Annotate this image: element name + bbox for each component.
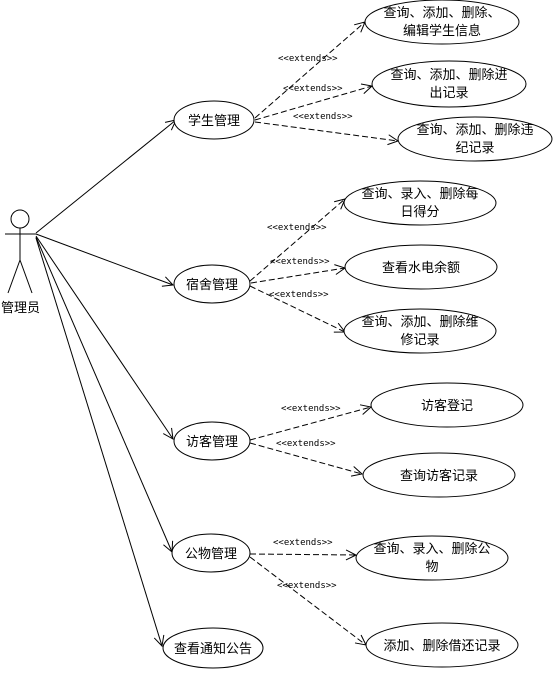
use-case-label: 查询、添加、删除进	[390, 68, 507, 83]
use-case-dorm-management[interactable]: 宿舍管理	[173, 264, 251, 304]
use-case-dorm-balance[interactable]: 查看水电余额	[344, 244, 498, 290]
extend-relations: <<extends>> <<extends>> <<extends>> <<ex…	[249, 22, 398, 645]
extend-label: <<extends>>	[283, 84, 343, 94]
extend-dorm-balance	[250, 268, 345, 284]
extend-label: <<extends>>	[267, 223, 327, 233]
use-case-property-manage[interactable]: 查询、录入、删除公 物	[355, 535, 509, 581]
use-case-label: 出记录	[429, 86, 468, 101]
assoc-visitor	[35, 235, 173, 439]
extend-property-manage	[249, 554, 356, 555]
extend-label: <<extends>>	[278, 54, 338, 64]
actor-label: 管理员	[1, 301, 40, 316]
use-case-view-notice[interactable]: 查看通知公告	[162, 627, 264, 669]
extend-label: <<extends>>	[270, 257, 330, 267]
use-case-label: 访客登记	[421, 398, 473, 414]
actor-right-leg	[19, 259, 33, 294]
main-use-cases: 学生管理 宿舍管理 访客管理 公物管理 查看通知公告	[162, 100, 264, 669]
extend-student-inout	[254, 86, 372, 121]
actor-head	[10, 209, 30, 229]
extend-label: <<extends>>	[293, 112, 353, 122]
use-case-label: 查看通知公告	[174, 641, 252, 657]
use-case-label: 修记录	[400, 333, 439, 348]
use-case-label: 物	[425, 560, 438, 575]
use-case-label: 查询访客记录	[400, 468, 478, 484]
use-case-label: 查询、添加、删除维	[361, 315, 478, 330]
use-case-visitor-register[interactable]: 访客登记	[370, 382, 524, 428]
use-case-property-borrow[interactable]: 添加、删除借还记录	[365, 622, 519, 668]
assoc-property	[35, 236, 172, 552]
assoc-notice	[35, 237, 162, 646]
use-case-dorm-repair[interactable]: 查询、添加、删除维 修记录	[343, 308, 497, 354]
extension-use-cases: 查询、添加、删除、 编辑学生信息 查询、添加、删除进 出记录 查询、添加、删除违…	[343, 0, 553, 668]
extend-visitor-register	[249, 407, 371, 441]
extend-label: <<extends>>	[276, 439, 336, 449]
use-case-label: 查询、添加、删除违	[416, 123, 533, 138]
extend-student-violation	[254, 121, 398, 141]
use-case-visitor-query[interactable]: 查询访客记录	[362, 452, 516, 498]
use-case-label: 查看水电余额	[382, 260, 460, 276]
extend-label: <<extends>>	[281, 404, 341, 414]
use-case-label: 宿舍管理	[186, 277, 238, 293]
extend-student-info	[254, 22, 365, 119]
use-case-label: 添加、删除借还记录	[383, 639, 500, 654]
use-case-label: 查询、录入、删除每	[361, 186, 478, 202]
extend-dorm-score	[249, 199, 345, 282]
assoc-student	[35, 120, 176, 234]
use-case-dorm-score[interactable]: 查询、录入、删除每 日得分	[343, 180, 497, 226]
use-case-label: 学生管理	[188, 113, 240, 129]
associations	[35, 120, 176, 646]
actor-admin: 管理员	[1, 209, 40, 316]
actor-left-leg	[7, 259, 21, 294]
extend-label: <<extends>>	[269, 290, 329, 300]
extend-visitor-query	[249, 442, 362, 474]
use-case-student-management[interactable]: 学生管理	[173, 100, 255, 140]
use-case-student-info[interactable]: 查询、添加、删除、 编辑学生信息	[364, 0, 520, 45]
use-case-label: 编辑学生信息	[403, 23, 481, 39]
use-case-property-management[interactable]: 公物管理	[171, 533, 251, 573]
use-case-label: 纪记录	[455, 141, 494, 156]
use-case-label: 日得分	[400, 204, 439, 220]
use-case-label: 公物管理	[185, 547, 237, 562]
extend-property-borrow	[249, 556, 366, 645]
assoc-dorm	[35, 233, 173, 285]
use-case-student-violation[interactable]: 查询、添加、删除违 纪记录	[397, 116, 553, 162]
use-case-label: 访客管理	[186, 434, 238, 450]
extend-label: <<extends>>	[273, 538, 333, 548]
use-case-student-inout[interactable]: 查询、添加、删除进 出记录	[371, 60, 527, 108]
extend-label: <<extends>>	[277, 581, 337, 591]
use-case-visitor-management[interactable]: 访客管理	[173, 421, 251, 461]
use-case-label: 查询、录入、删除公	[373, 542, 490, 557]
use-case-label: 查询、添加、删除、	[383, 6, 500, 21]
